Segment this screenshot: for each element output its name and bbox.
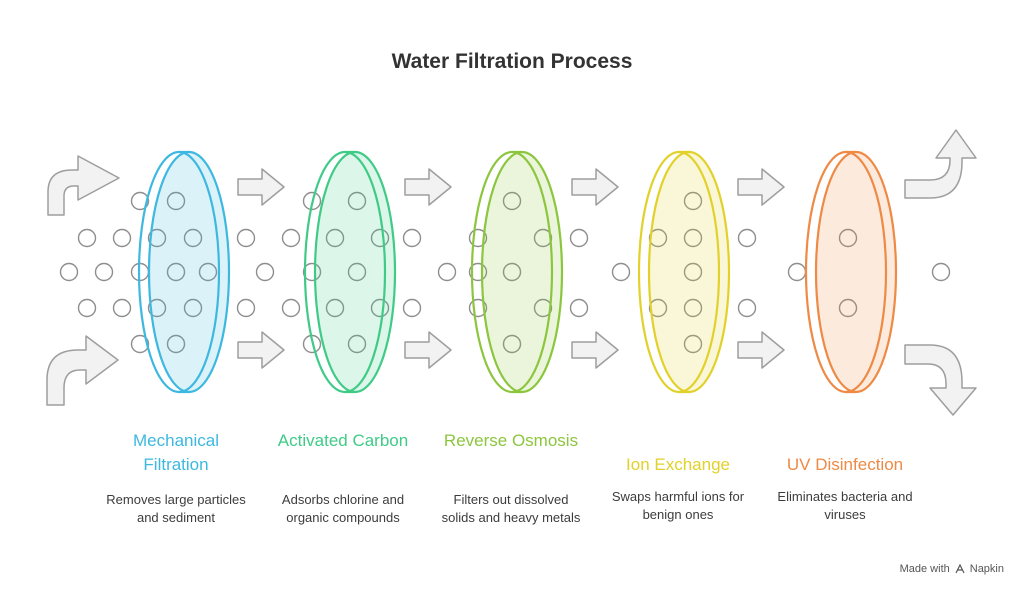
particle-circle-icon [347, 334, 367, 354]
particle-circle-icon [347, 191, 367, 211]
right-arrow-icon [571, 168, 619, 206]
particle-circle-icon [931, 262, 951, 282]
particle-circle-icon [130, 191, 150, 211]
stage-label-reverse-osmosis: Reverse Osmosis [443, 431, 579, 450]
particle-circle-icon [77, 298, 97, 318]
particle-circle-icon [683, 228, 703, 248]
particle-circle-icon [683, 262, 703, 282]
stage-description-mechanical-filtration: Removes large particles and sediment [106, 492, 246, 525]
particle-circle-icon [166, 334, 186, 354]
particle-circle-icon [59, 262, 79, 282]
made-with-napkin-credit[interactable]: Made with Napkin [900, 563, 1004, 575]
particle-circle-icon [281, 228, 301, 248]
right-arrow-icon [404, 331, 452, 369]
particle-circle-icon [236, 228, 256, 248]
stage-label-mechanical-filtration: Mechanical Filtration [133, 431, 219, 474]
particle-circle-icon [166, 191, 186, 211]
particle-circle-icon [347, 262, 367, 282]
particle-circle-icon [302, 262, 322, 282]
particle-circle-icon [281, 298, 301, 318]
filter-disc-back [313, 150, 397, 394]
particle-circle-icon [569, 298, 589, 318]
particle-circle-icon [236, 298, 256, 318]
curved-inlet-arrow-icon [46, 335, 119, 406]
particle-circle-icon [838, 298, 858, 318]
filter-disc [804, 150, 898, 394]
particle-circle-icon [402, 298, 422, 318]
particle-circle-icon [147, 228, 167, 248]
particle-circle-icon [402, 228, 422, 248]
particle-circle-icon [737, 228, 757, 248]
filter-disc [137, 150, 231, 394]
filter-disc-front [637, 150, 721, 394]
filter-disc-back [147, 150, 231, 394]
flow-arrows [46, 129, 977, 416]
stage-description-activated-carbon: Adsorbs chlorine and organic compounds [281, 492, 405, 525]
particle-circle-icon [502, 334, 522, 354]
particle-circle-icon [325, 228, 345, 248]
right-arrow-icon [237, 168, 285, 206]
napkin-brand-text: Napkin [969, 563, 1004, 575]
particles [59, 191, 951, 354]
diagram-title: Water Filtration Process [391, 50, 633, 73]
filter-disc-back [480, 150, 564, 394]
particle-circle-icon [255, 262, 275, 282]
filter-discs [137, 150, 898, 394]
particle-circle-icon [77, 228, 97, 248]
right-arrow-icon [571, 331, 619, 369]
particle-circle-icon [683, 334, 703, 354]
right-arrow-icon [737, 331, 785, 369]
stage-description-uv-disinfection: Eliminates bacteria and viruses [777, 489, 913, 522]
particle-circle-icon [737, 298, 757, 318]
filter-disc [637, 150, 731, 394]
particle-circle-icon [325, 298, 345, 318]
stage-label-ion-exchange: Ion Exchange [626, 455, 730, 474]
filter-disc-front [470, 150, 554, 394]
right-arrow-icon [237, 331, 285, 369]
filter-disc [303, 150, 397, 394]
curved-inlet-arrow-icon [47, 155, 120, 216]
filter-disc-front [303, 150, 387, 394]
particle-circle-icon [683, 191, 703, 211]
stage-description-reverse-osmosis: Filters out dissolved solids and heavy m… [441, 492, 581, 525]
particle-circle-icon [183, 298, 203, 318]
napkin-logo-icon [955, 563, 965, 574]
filter-disc-front [804, 150, 888, 394]
stage-description-ion-exchange: Swaps harmful ions for benign ones [611, 489, 745, 522]
particle-circle-icon [838, 228, 858, 248]
filter-disc [470, 150, 564, 394]
particle-circle-icon [112, 298, 132, 318]
particle-circle-icon [533, 298, 553, 318]
right-arrow-icon [737, 168, 785, 206]
particle-circle-icon [166, 262, 186, 282]
filter-disc-back [814, 150, 898, 394]
particle-circle-icon [147, 298, 167, 318]
particle-circle-icon [502, 262, 522, 282]
particle-circle-icon [183, 228, 203, 248]
particle-circle-icon [198, 262, 218, 282]
made-with-text: Made with [899, 563, 950, 575]
particle-circle-icon [94, 262, 114, 282]
particle-circle-icon [437, 262, 457, 282]
right-arrow-icon [404, 168, 452, 206]
curved-outlet-arrow-icon [904, 344, 977, 416]
curved-outlet-arrow-icon [904, 129, 977, 199]
particle-circle-icon [648, 298, 668, 318]
particle-circle-icon [112, 228, 132, 248]
particle-circle-icon [569, 228, 589, 248]
particle-circle-icon [130, 334, 150, 354]
stage-label-activated-carbon: Activated Carbon [277, 431, 409, 450]
filter-disc-front [137, 150, 221, 394]
particle-circle-icon [787, 262, 807, 282]
filter-disc-back [647, 150, 731, 394]
stage-label-uv-disinfection: UV Disinfection [786, 455, 904, 474]
particle-circle-icon [502, 191, 522, 211]
particle-circle-icon [683, 298, 703, 318]
particle-circle-icon [611, 262, 631, 282]
